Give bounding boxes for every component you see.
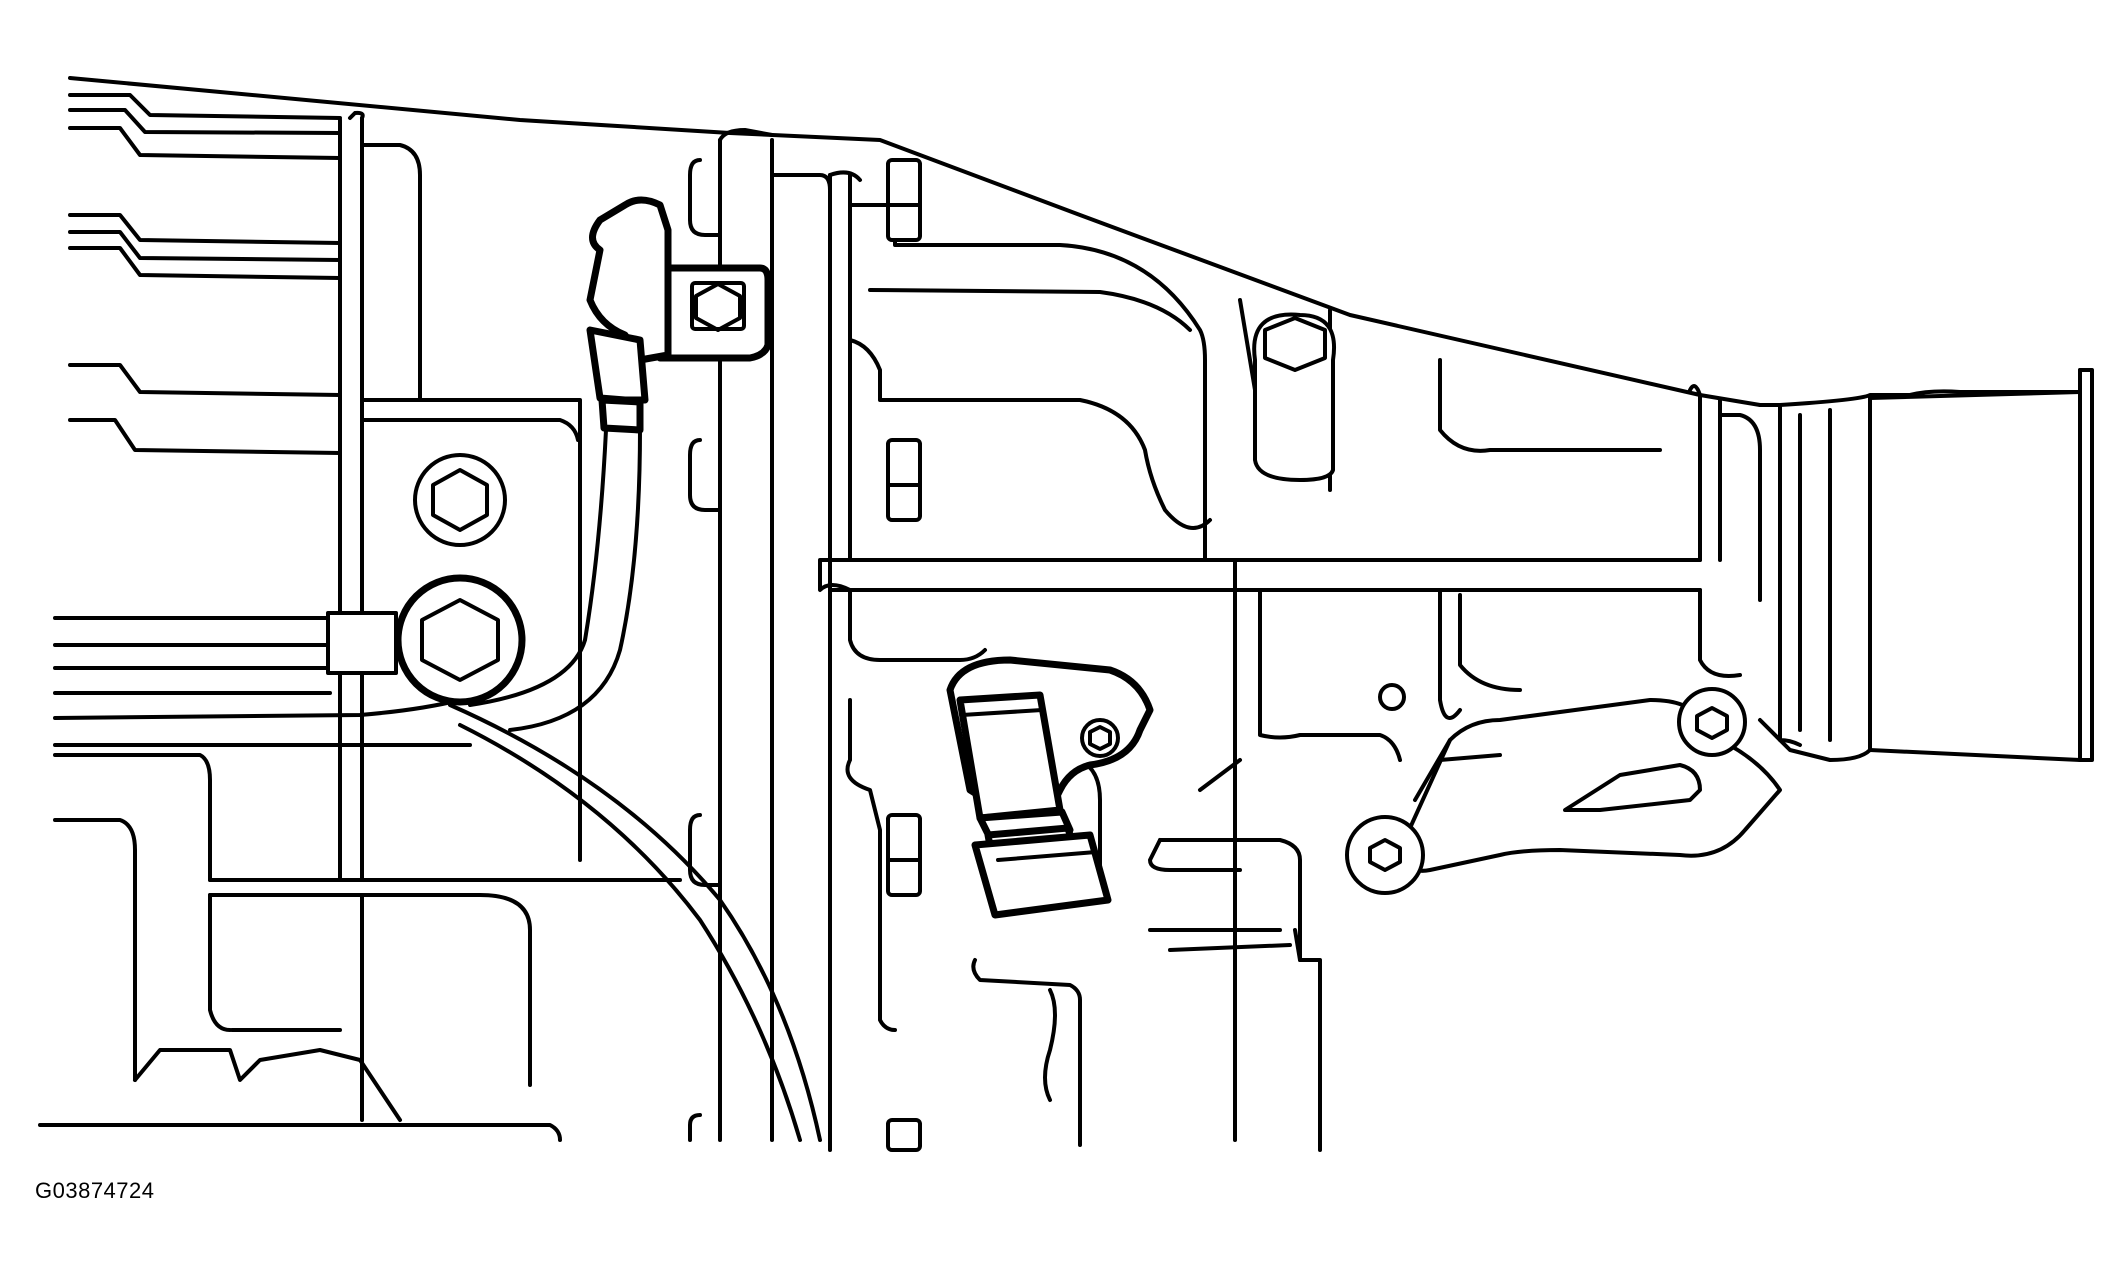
bracket-pivot-left [1345, 815, 1425, 895]
figure-id-label: G03874724 [35, 1178, 155, 1203]
housing-top-outline [68, 76, 1762, 455]
middle-bolts [886, 158, 1471, 1152]
bracket-pivot-right [1677, 687, 1747, 757]
housing-left-ribs [338, 110, 582, 882]
left-pipe-section [53, 611, 472, 747]
bracket-lever [1345, 687, 1782, 895]
speed-sensor-middle [946, 656, 1154, 919]
bolt-upper-left [413, 453, 507, 547]
left-bolts [394, 453, 526, 706]
bolt-lower-left [394, 574, 526, 706]
housing-lower-left [38, 753, 682, 1142]
sensor-cable-lower [448, 703, 822, 1142]
right-output-flange [1758, 368, 2094, 762]
speed-sensor-upper [468, 196, 772, 732]
